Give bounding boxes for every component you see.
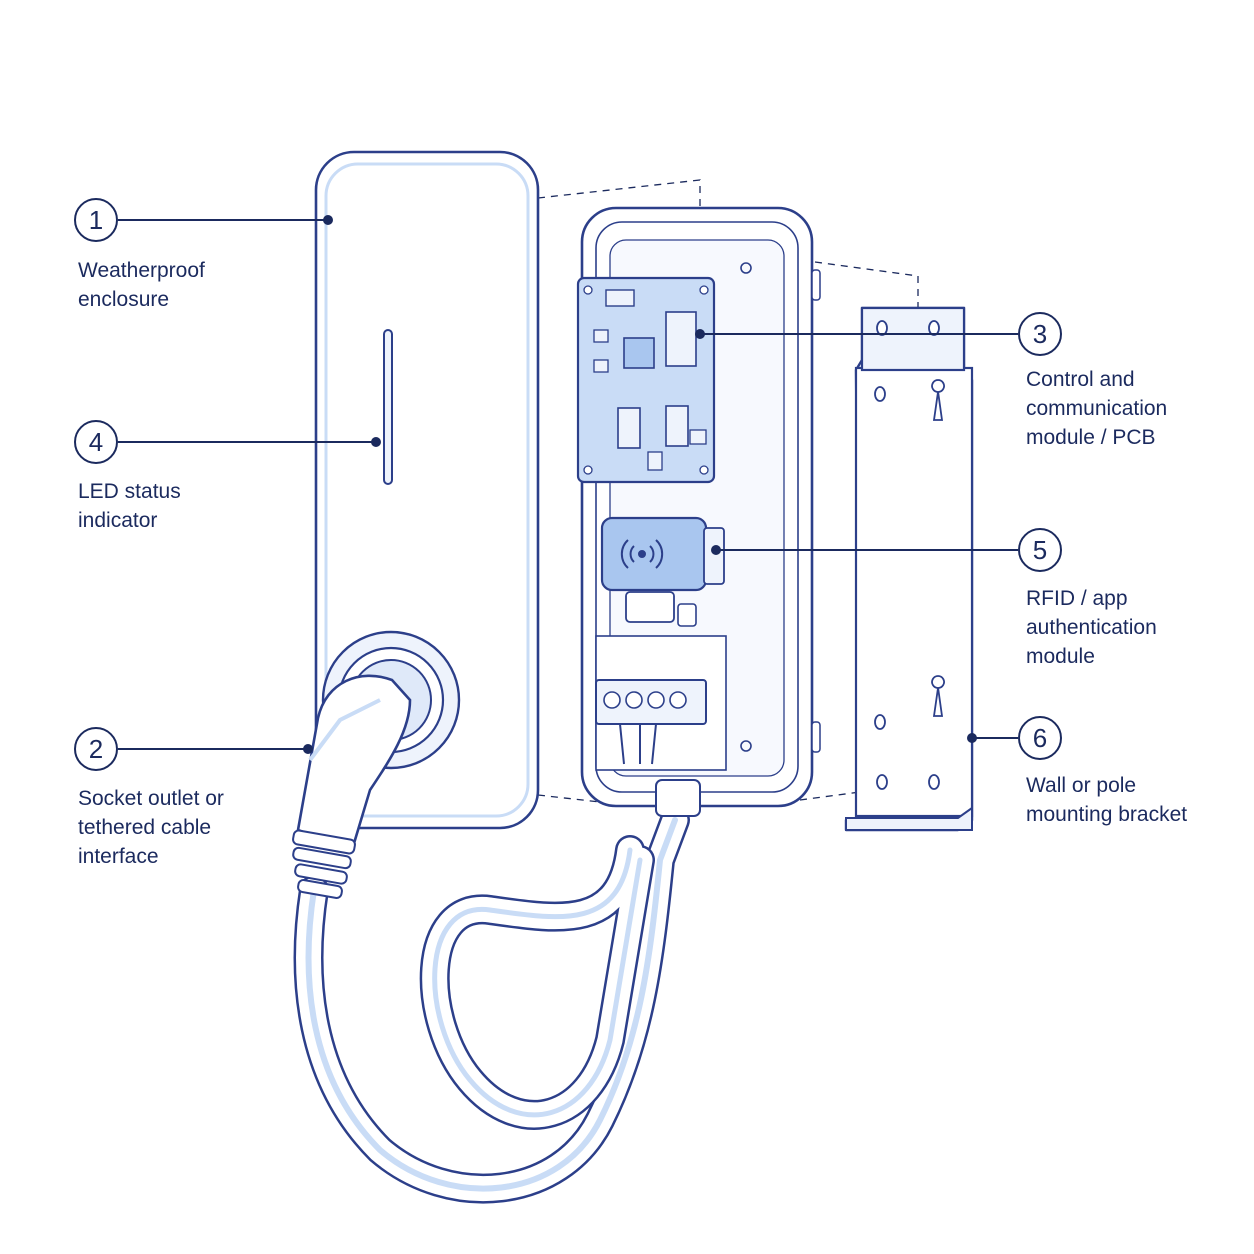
- svg-text:3: 3: [1033, 319, 1047, 349]
- callout-label-5-line-3: module: [1026, 645, 1095, 668]
- callout-label-6-line-2: mounting bracket: [1026, 803, 1188, 826]
- svg-text:5: 5: [1033, 535, 1047, 565]
- mounting-bracket: [844, 306, 974, 832]
- svg-text:1: 1: [89, 205, 103, 235]
- callout-label-4-line-1: LED status: [78, 480, 181, 503]
- callout-label-2-line-1: Socket outlet or: [78, 787, 224, 810]
- callout-label-5-line-1: RFID / app: [1026, 587, 1128, 610]
- control-pcb: [576, 276, 716, 484]
- callout-label-2: Socket outlet or tethered cable interfac…: [78, 784, 224, 871]
- projection-lines: [537, 179, 919, 803]
- svg-text:2: 2: [89, 734, 103, 764]
- led-strip-icon: [383, 329, 393, 485]
- callout-label-5-line-2: authentication: [1026, 616, 1157, 639]
- svg-text:6: 6: [1033, 723, 1047, 753]
- callout-label-2-line-3: interface: [78, 845, 159, 868]
- callout-label-6-line-1: Wall or pole: [1026, 774, 1137, 797]
- callout-badge-1: 1: [74, 198, 118, 242]
- rfid-wave-icon: [620, 539, 664, 569]
- callout-label-3-line-3: module / PCB: [1026, 426, 1156, 449]
- charging-cable: [293, 805, 690, 1204]
- callout-label-2-line-2: tethered cable: [78, 816, 212, 839]
- callout-label-4-line-2: indicator: [78, 509, 158, 532]
- callout-label-1-line-1: Weatherproof: [78, 259, 205, 282]
- terminal-block: [595, 635, 727, 817]
- callout-label-3: Control and communication module / PCB: [1026, 365, 1167, 452]
- callout-badge-4: 4: [74, 420, 118, 464]
- callout-label-4: LED status indicator: [78, 477, 181, 535]
- callout-label-6: Wall or pole mounting bracket: [1026, 771, 1187, 829]
- callout-badge-2: 2: [74, 727, 118, 771]
- callout-badge-5: 5: [1018, 528, 1062, 572]
- rfid-module: [600, 516, 725, 627]
- callout-label-1: Weatherproof enclosure: [78, 256, 205, 314]
- callout-label-5: RFID / app authentication module: [1026, 584, 1157, 671]
- callout-badge-3: 3: [1018, 312, 1062, 356]
- connector-handle: [292, 674, 412, 899]
- callout-label-3-line-1: Control and: [1026, 368, 1135, 391]
- callout-label-1-line-2: enclosure: [78, 288, 170, 311]
- callout-leaders: [118, 215, 1018, 754]
- callout-label-3-line-2: communication: [1026, 397, 1168, 420]
- callout-badge-6: 6: [1018, 716, 1062, 760]
- svg-text:4: 4: [89, 427, 103, 457]
